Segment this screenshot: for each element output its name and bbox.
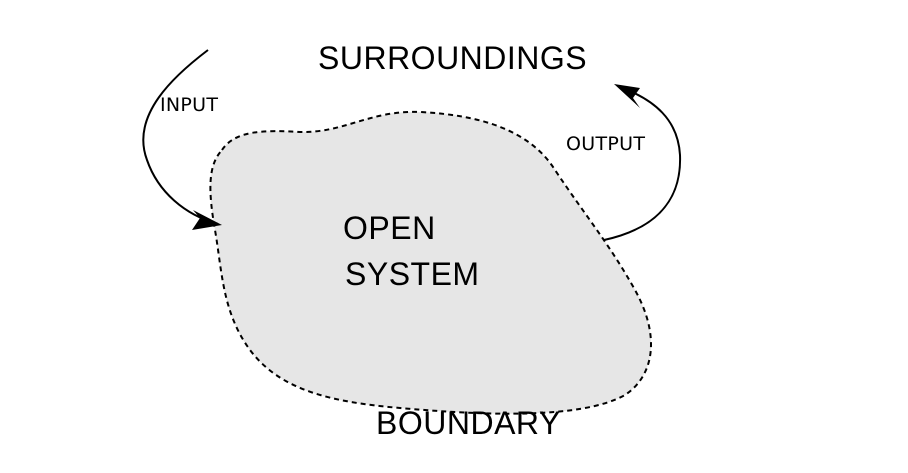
output-arrow: [603, 86, 682, 241]
output-label: OUTPUT: [566, 133, 646, 155]
system-label-line1: OPEN: [343, 210, 436, 246]
system-boundary: [209, 110, 652, 415]
output-arrowhead: [614, 84, 640, 108]
system-label-line2: SYSTEM: [345, 256, 480, 292]
input-arrowhead: [192, 210, 222, 230]
input-label: INPUT: [160, 94, 219, 116]
input-arrow: [142, 49, 219, 225]
surroundings-label: SURROUNDINGS: [318, 40, 588, 76]
boundary-label: BOUNDARY: [376, 405, 561, 441]
